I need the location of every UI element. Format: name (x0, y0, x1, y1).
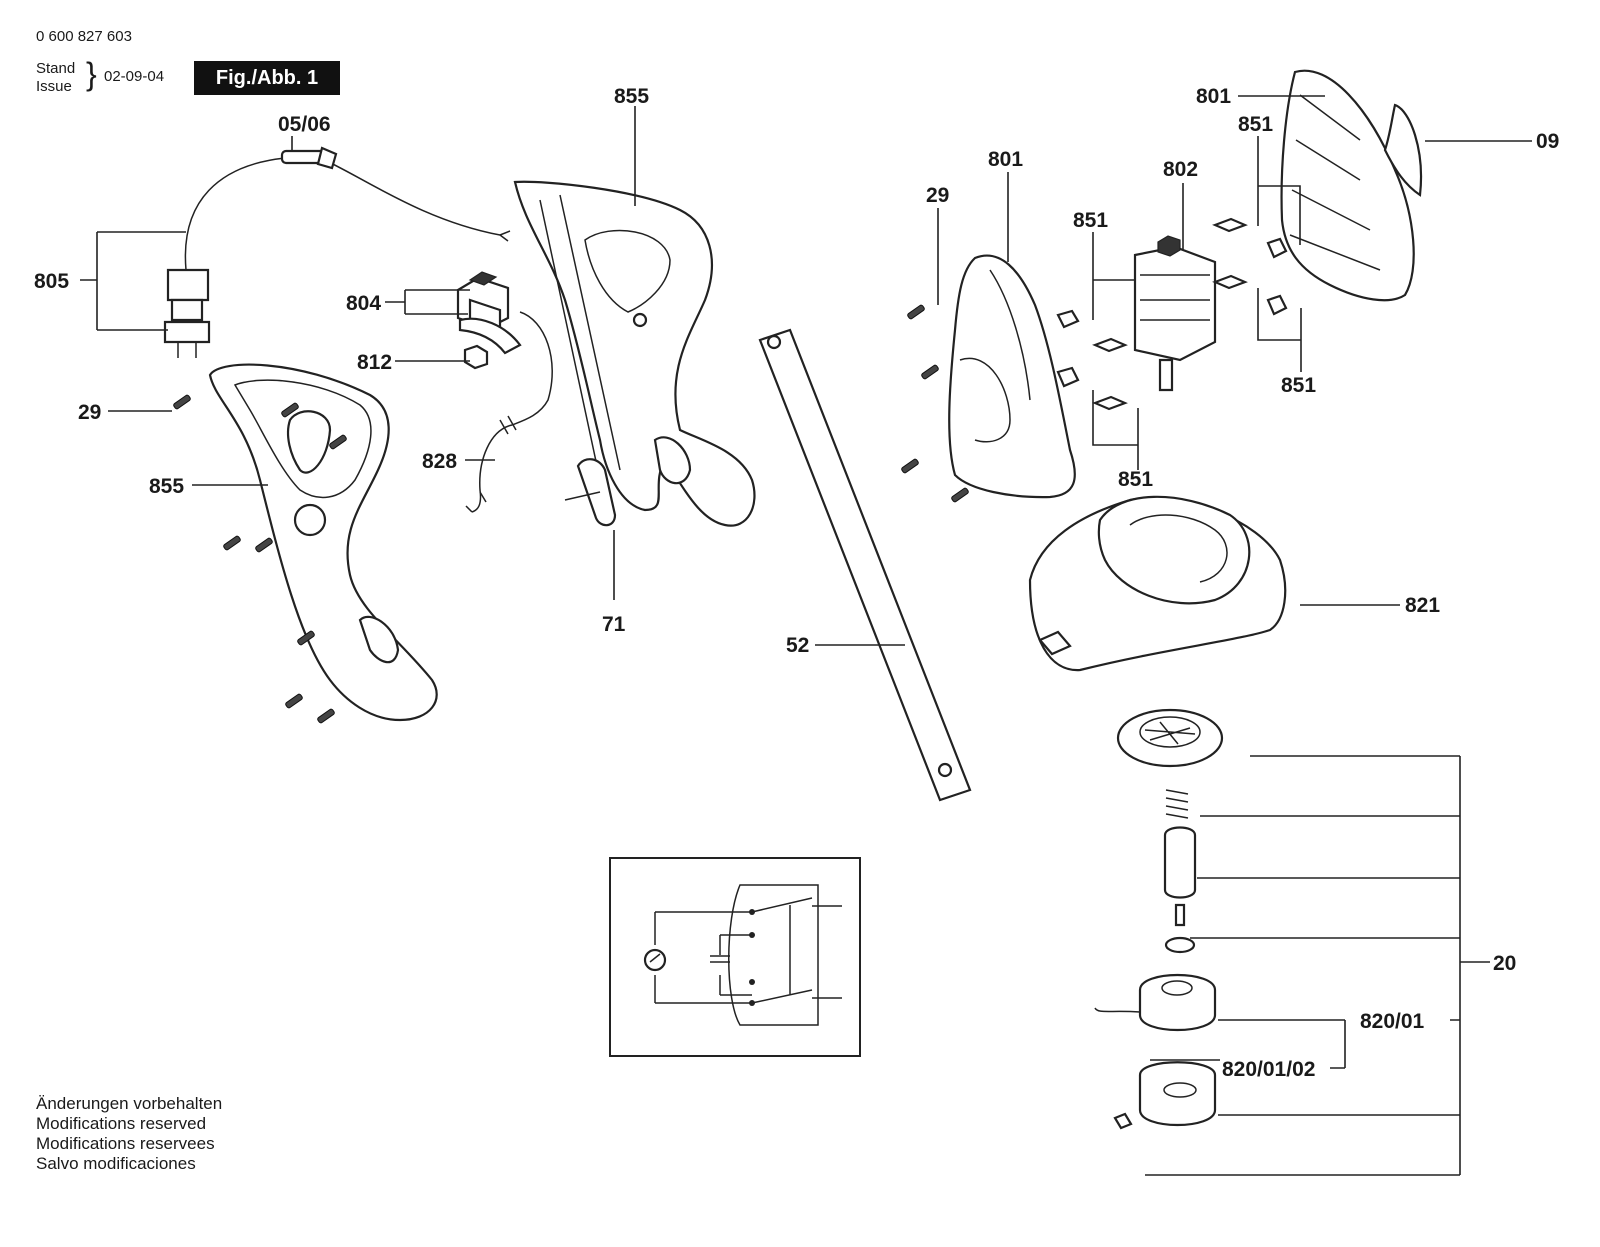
label-801-right: 801 (1196, 85, 1231, 108)
label-821: 821 (1405, 594, 1440, 617)
part-number: 0 600 827 603 (36, 28, 132, 45)
label-802: 802 (1163, 158, 1198, 181)
label-801-left: 801 (988, 148, 1023, 171)
label-820-01: 820/01 (1360, 1010, 1425, 1033)
modifications-notice: Änderungen vorbehalten Modifications res… (36, 1094, 222, 1174)
label-52: 52 (786, 634, 809, 657)
switch-part (456, 271, 522, 370)
handle-half-left (208, 363, 438, 722)
handle-half-right (513, 180, 756, 527)
label-851-bottom-right: 851 (1281, 374, 1316, 397)
label-09: 09 (1536, 130, 1559, 153)
damper-pads (1056, 217, 1288, 411)
motor-housing-half-rear (1280, 69, 1415, 302)
callout-labels: 05/06 855 801 09 801 851 802 29 851 805 … (34, 85, 1559, 1081)
leader-lines (80, 95, 1532, 1176)
label-851-top-left: 851 (1073, 209, 1108, 232)
label-71: 71 (602, 613, 626, 636)
screws (173, 304, 969, 724)
label-812: 812 (357, 351, 392, 374)
spool-assembly (1094, 708, 1224, 1130)
shaft-tube (758, 328, 972, 802)
label-855-left: 855 (149, 475, 184, 498)
clip-part (564, 458, 617, 527)
notice-german: Änderungen vorbehalten (36, 1094, 223, 1113)
label-804: 804 (346, 292, 381, 315)
internal-wire (465, 311, 553, 513)
notice-spanish: Salvo modificaciones (36, 1154, 196, 1173)
issue-date: 02-09-04 (104, 68, 165, 85)
label-828: 828 (422, 450, 457, 473)
wiring-schematic (609, 857, 861, 1057)
brace-glyph: } (86, 56, 97, 92)
blade-guard (1028, 495, 1287, 672)
issue-label: Issue (36, 78, 72, 95)
label-805: 805 (34, 270, 69, 293)
figure-badge: Fig./Abb. 1 (194, 61, 340, 95)
power-cable-assembly (163, 146, 511, 358)
label-20: 20 (1493, 952, 1516, 975)
notice-english: Modifications reserved (36, 1114, 207, 1133)
stand-label: Stand (36, 60, 76, 77)
label-05-06: 05/06 (278, 113, 331, 136)
label-820-01-02: 820/01/02 (1222, 1058, 1315, 1081)
label-29-right: 29 (926, 184, 949, 207)
label-855-top: 855 (614, 85, 649, 108)
notice-french: Modifications reservees (36, 1134, 215, 1153)
cover-plate (1383, 103, 1422, 197)
motor-housing-half-front (948, 254, 1076, 499)
label-851-top-right: 851 (1238, 113, 1273, 136)
label-851-bottom-left: 851 (1118, 468, 1153, 491)
label-29-left: 29 (78, 401, 101, 424)
electric-motor (1133, 235, 1217, 392)
